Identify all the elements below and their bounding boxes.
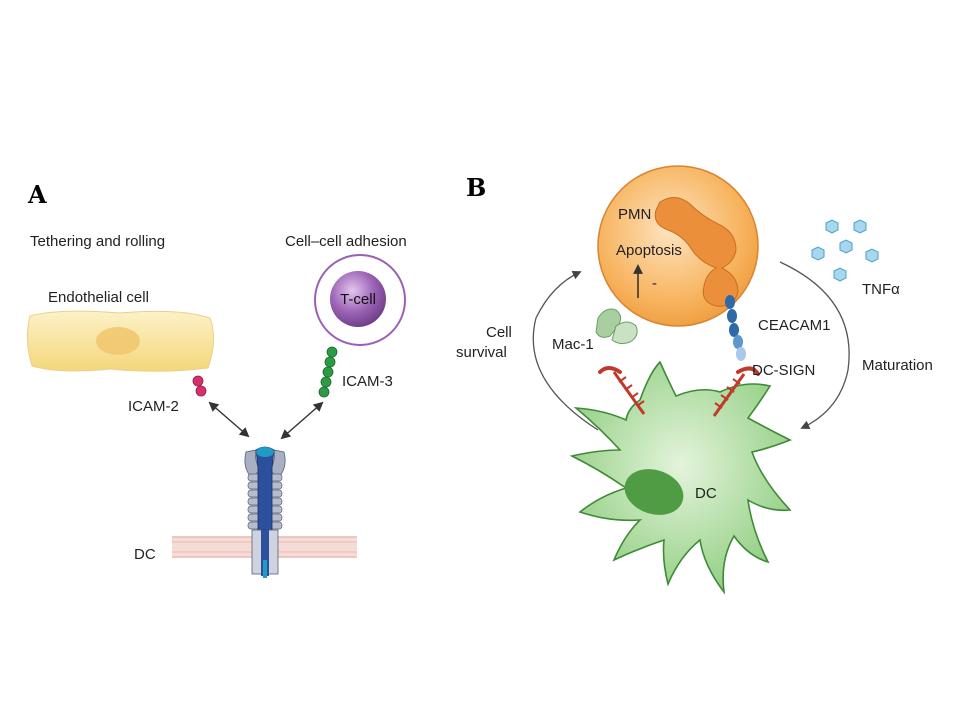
dc-label-b: DC (695, 485, 717, 502)
cell-survival-arrow (532, 270, 599, 431)
tnf-label: TNFα (862, 281, 900, 298)
panel-b-letter: B (466, 173, 486, 202)
icam2-label: ICAM-2 (128, 398, 179, 415)
mac1-molecule (595, 308, 638, 345)
panel-a: A Tethering and rolling Cell–cell adhesi… (26, 180, 407, 578)
receptor (244, 446, 286, 578)
icam3-molecule (318, 346, 338, 398)
ceacam1-molecule (725, 295, 746, 361)
dc-cell (569, 360, 792, 595)
panel-b: B DC PMN Apoptosis (456, 165, 933, 595)
cell-survival-label-1: Cell (486, 324, 512, 341)
tcell-label: T-cell (340, 291, 376, 308)
maturation-arrow (779, 261, 850, 429)
icam3-label: ICAM-3 (342, 373, 393, 390)
ceacam1-label: CEACAM1 (758, 317, 831, 334)
apoptosis-label: Apoptosis (616, 242, 682, 259)
adhesion-label: Cell–cell adhesion (285, 233, 407, 250)
icam3-binding-arrow (280, 401, 324, 440)
dcsign-label: DC-SIGN (752, 362, 815, 379)
cell-survival-label-2: survival (456, 344, 507, 361)
dc-label-a: DC (134, 546, 156, 563)
tcell (314, 254, 406, 346)
mac1-label: Mac-1 (552, 336, 594, 353)
endothelial-label: Endothelial cell (48, 289, 149, 306)
maturation-label: Maturation (862, 357, 933, 374)
icam2-molecule (192, 375, 207, 397)
dcsign-left (598, 366, 646, 415)
minus-sign: - (652, 275, 657, 292)
pmn-label: PMN (618, 206, 651, 223)
tnf-alpha-molecules (811, 219, 879, 282)
dcsign-right (712, 366, 760, 417)
panel-a-letter: A (27, 180, 47, 209)
tethering-label: Tethering and rolling (30, 233, 165, 250)
icam2-binding-arrow (208, 401, 250, 438)
endothelial-cell (26, 310, 214, 372)
